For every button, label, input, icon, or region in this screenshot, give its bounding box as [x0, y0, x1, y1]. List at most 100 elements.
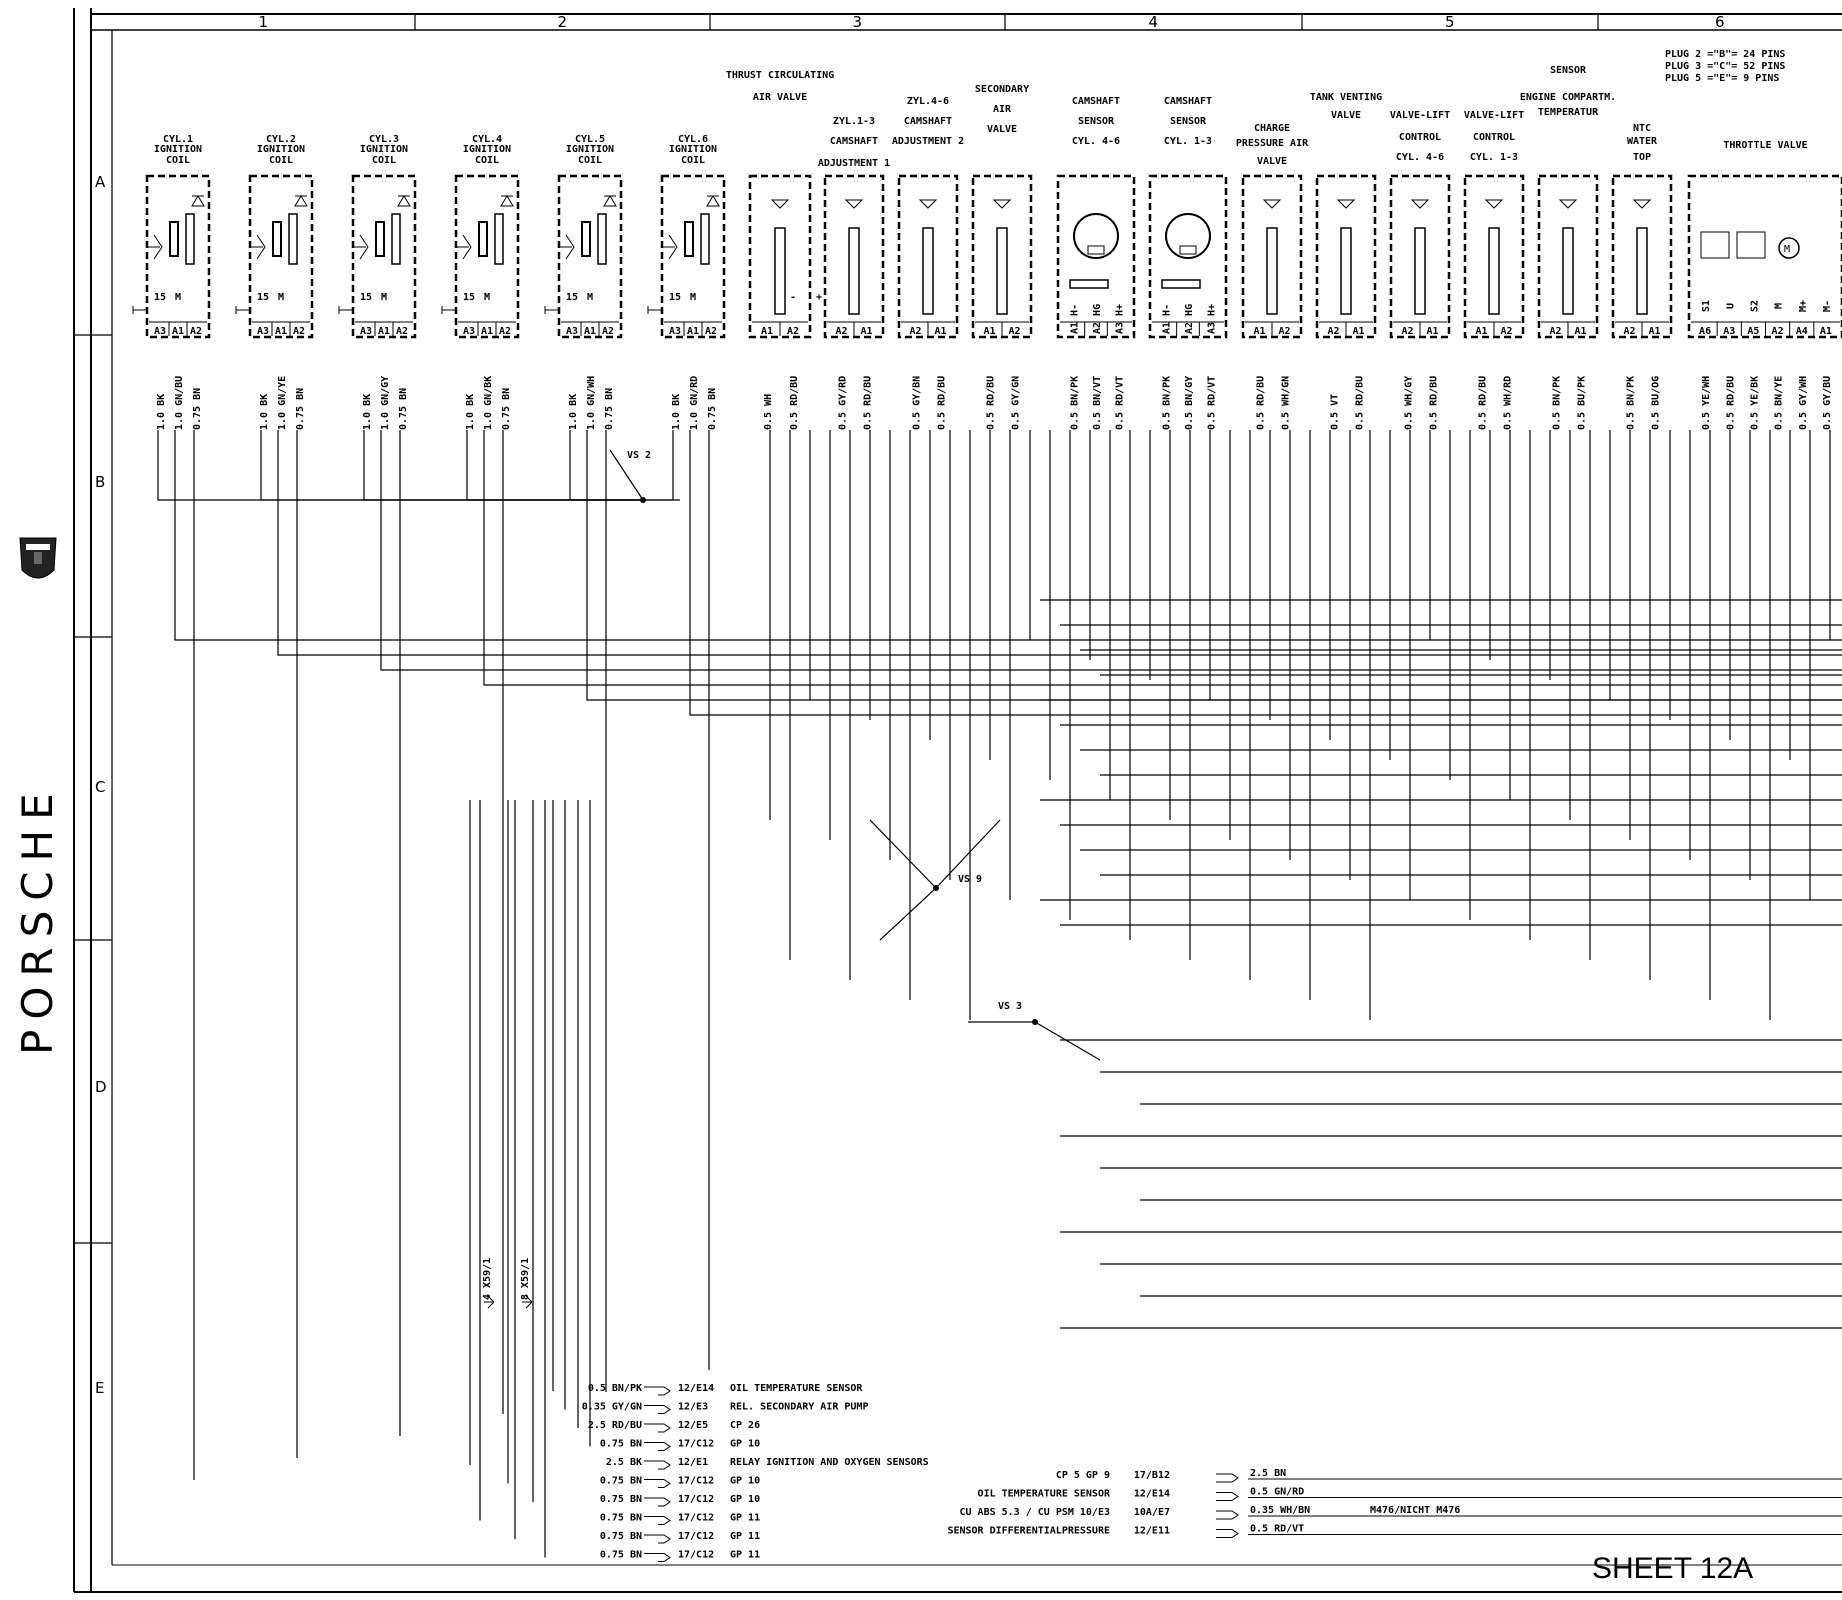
wire-label: 0.75 BN [398, 388, 409, 430]
pin-label: A3 H+ [1115, 304, 1126, 334]
terminal-wire: 0.35 GY/GN [582, 1402, 642, 1413]
terminal-wire: 0.35 WH/BN [1250, 1505, 1310, 1516]
component-label: AIR [993, 104, 1012, 115]
terminal-ref: 12/E11 [1134, 1526, 1170, 1537]
column-label: 1 [259, 13, 269, 31]
wire-label: 0.75 BN [604, 388, 615, 430]
terminal-ref: 12/E14 [678, 1383, 714, 1394]
wire-label: 0.5 RD/BU [1725, 376, 1736, 430]
pin-label: A2 [293, 326, 305, 337]
pin-function-label: 15 [566, 292, 578, 303]
wire-label: 0.5 WH/GY [1404, 376, 1415, 430]
component-label: VALVE-LIFT [1464, 110, 1524, 121]
splice-vs3: VS 3 [998, 1001, 1038, 1025]
component-label: COIL [578, 155, 602, 166]
terminal-wire: 0.75 BN [600, 1494, 642, 1505]
pin-label: A6 [1699, 326, 1711, 337]
terminal-note: M476/NICHT M476 [1370, 1505, 1460, 1516]
wire-label: 0.5 GY/WH [1798, 376, 1809, 430]
pin-label: A1 [860, 326, 872, 337]
row-label: A [95, 173, 106, 191]
terminal-ref: 12/E3 [678, 1402, 708, 1413]
wire-label: 0.5 BN/PK [1552, 376, 1563, 430]
terminal-desc: GP 10 [730, 1494, 760, 1505]
pin-label: A2 [835, 326, 847, 337]
pin-label: A1 [378, 326, 390, 337]
terminal-wire: 0.75 BN [600, 1439, 642, 1450]
plug-info: PLUG 2 ="B"= 24 PINS PLUG 3 ="C"= 52 PIN… [1665, 49, 1785, 84]
wire-label: 0.5 RD/BU [1355, 376, 1366, 430]
pin-function-label: 15 [154, 292, 166, 303]
wire-label: 1.0 BK [671, 394, 682, 430]
terminal-ref: 12/E1 [678, 1457, 708, 1468]
component-label: SENSOR [1170, 116, 1207, 127]
pin-label: A4 [1796, 326, 1808, 337]
pin-function-label: M [175, 292, 181, 303]
pin-label: A2 [1327, 326, 1339, 337]
pin-label: A1 [1820, 326, 1832, 337]
pin-function-label: M [381, 292, 387, 303]
terminal-wire: 2.5 BK [606, 1457, 642, 1468]
brand-wordmark: PORSCHE [13, 783, 62, 1055]
wire-label: 0.5 GY/BN [912, 376, 923, 430]
wire-label: 1.0 GN/RD [689, 376, 700, 430]
wire-label: 1.0 GN/BK [483, 376, 494, 430]
wire-label: 1.0 BK [259, 394, 270, 430]
pin-label: A3 [257, 326, 269, 337]
terminal-wire: 0.5 RD/VT [1250, 1524, 1304, 1535]
pin-label: A1 [761, 326, 773, 337]
pin-label: A1 [983, 326, 995, 337]
wire-label: 0.5 WH [763, 394, 774, 430]
column-label: 6 [1715, 13, 1725, 31]
terminal-desc: RELAY IGNITION AND OXYGEN SENSORS [730, 1457, 929, 1468]
wire-label: 0.75 BN [295, 388, 306, 430]
pin-label: A5 [1747, 326, 1759, 337]
component-label: WATER [1627, 136, 1658, 147]
terminal-ref: 17/B12 [1134, 1470, 1170, 1481]
terminal-desc: OIL TEMPERATURE SENSOR [978, 1489, 1111, 1500]
pin-label: A1 [1352, 326, 1364, 337]
component-label: VALVE [987, 124, 1017, 135]
component-label: PRESSURE AIR [1236, 138, 1309, 149]
component-label: COIL [269, 155, 293, 166]
terminal-desc: CP 26 [730, 1420, 760, 1431]
connector-mark: 4 X59/1 8 X59/1 [482, 1258, 533, 1309]
component-label: CONTROL [1399, 132, 1441, 143]
component-label: CYL.2 [266, 134, 296, 145]
terminal-desc: REL. SECONDARY AIR PUMP [730, 1402, 868, 1413]
terminal-ref: 17/C12 [678, 1476, 714, 1487]
pin-label: A1 [172, 326, 184, 337]
wire-label: 0.5 WH/RD [1503, 376, 1514, 430]
component-label: CAMSHAFT [1072, 96, 1120, 107]
terminal-row: 0.35 GY/GN 12/E3 REL. SECONDARY AIR PUMP [582, 1402, 868, 1414]
pin-label: A1 [584, 326, 596, 337]
pin-label: A1 H- [1069, 304, 1080, 334]
component-label: COIL [166, 155, 190, 166]
component-label: NTC [1633, 123, 1651, 134]
component-label: IGNITION [463, 144, 511, 155]
terminal-wire: 2.5 RD/BU [588, 1420, 642, 1431]
pin-label: A1 [687, 326, 699, 337]
connector-mark-label: 4 X59/1 [482, 1258, 493, 1300]
terminal-desc: CU ABS 5.3 / CU PSM 10/E3 [959, 1507, 1110, 1518]
wire-label: 0.5 YE/BK [1749, 376, 1760, 430]
wire-label: 1.0 BK [362, 394, 373, 430]
wire-label: 1.0 GN/GY [380, 376, 391, 430]
component-label: COIL [475, 155, 499, 166]
terminal-desc: OIL TEMPERATURE SENSOR [730, 1383, 863, 1394]
row-dividers [74, 334, 112, 1244]
component-label: ADJUSTMENT 1 [818, 158, 890, 169]
wire-label: 1.0 GN/WH [586, 376, 597, 430]
component-label: IGNITION [566, 144, 614, 155]
